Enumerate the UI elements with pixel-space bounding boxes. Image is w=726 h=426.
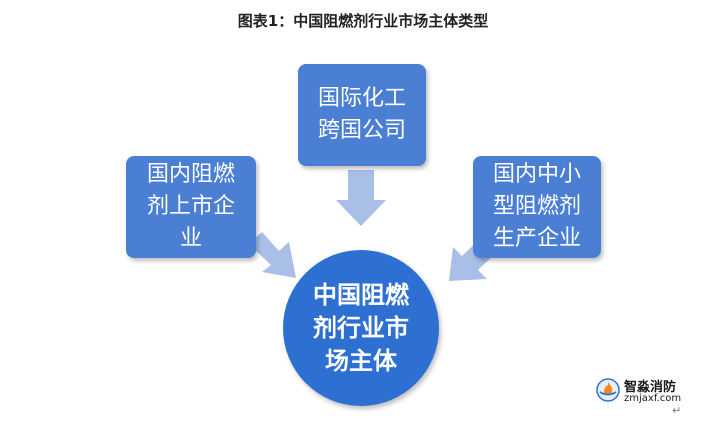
node-sme-producers: 国内中小 型阻燃剂 生产企业 [473,156,601,258]
brand-logo: 智淼消防 zmjaxf.com [596,376,706,410]
node-listed-enterprises: 国内阻燃 剂上市企 业 [126,156,256,258]
arrow-left [246,232,296,278]
node-multinational-chemical: 国际化工 跨国公司 [298,64,426,166]
flame-logo-icon [596,378,620,402]
node-center-label: 中国阻燃 剂行业市 场主体 [313,280,409,375]
node-top-label: 国际化工 跨国公司 [317,86,406,143]
brand-url: zmjaxf.com [624,393,682,404]
node-left-label: 国内阻燃 剂上市企 业 [146,162,235,251]
paragraph-mark: ↵ [672,404,682,417]
arrow-top [336,170,386,226]
node-right-label: 国内中小 型阻燃剂 生产企业 [492,162,581,251]
node-market-entities: 中国阻燃 剂行业市 场主体 [283,250,439,406]
brand-name: 智淼消防 [624,380,677,395]
chart-title: 图表1：中国阻燃剂行业市场主体类型 [237,12,489,30]
